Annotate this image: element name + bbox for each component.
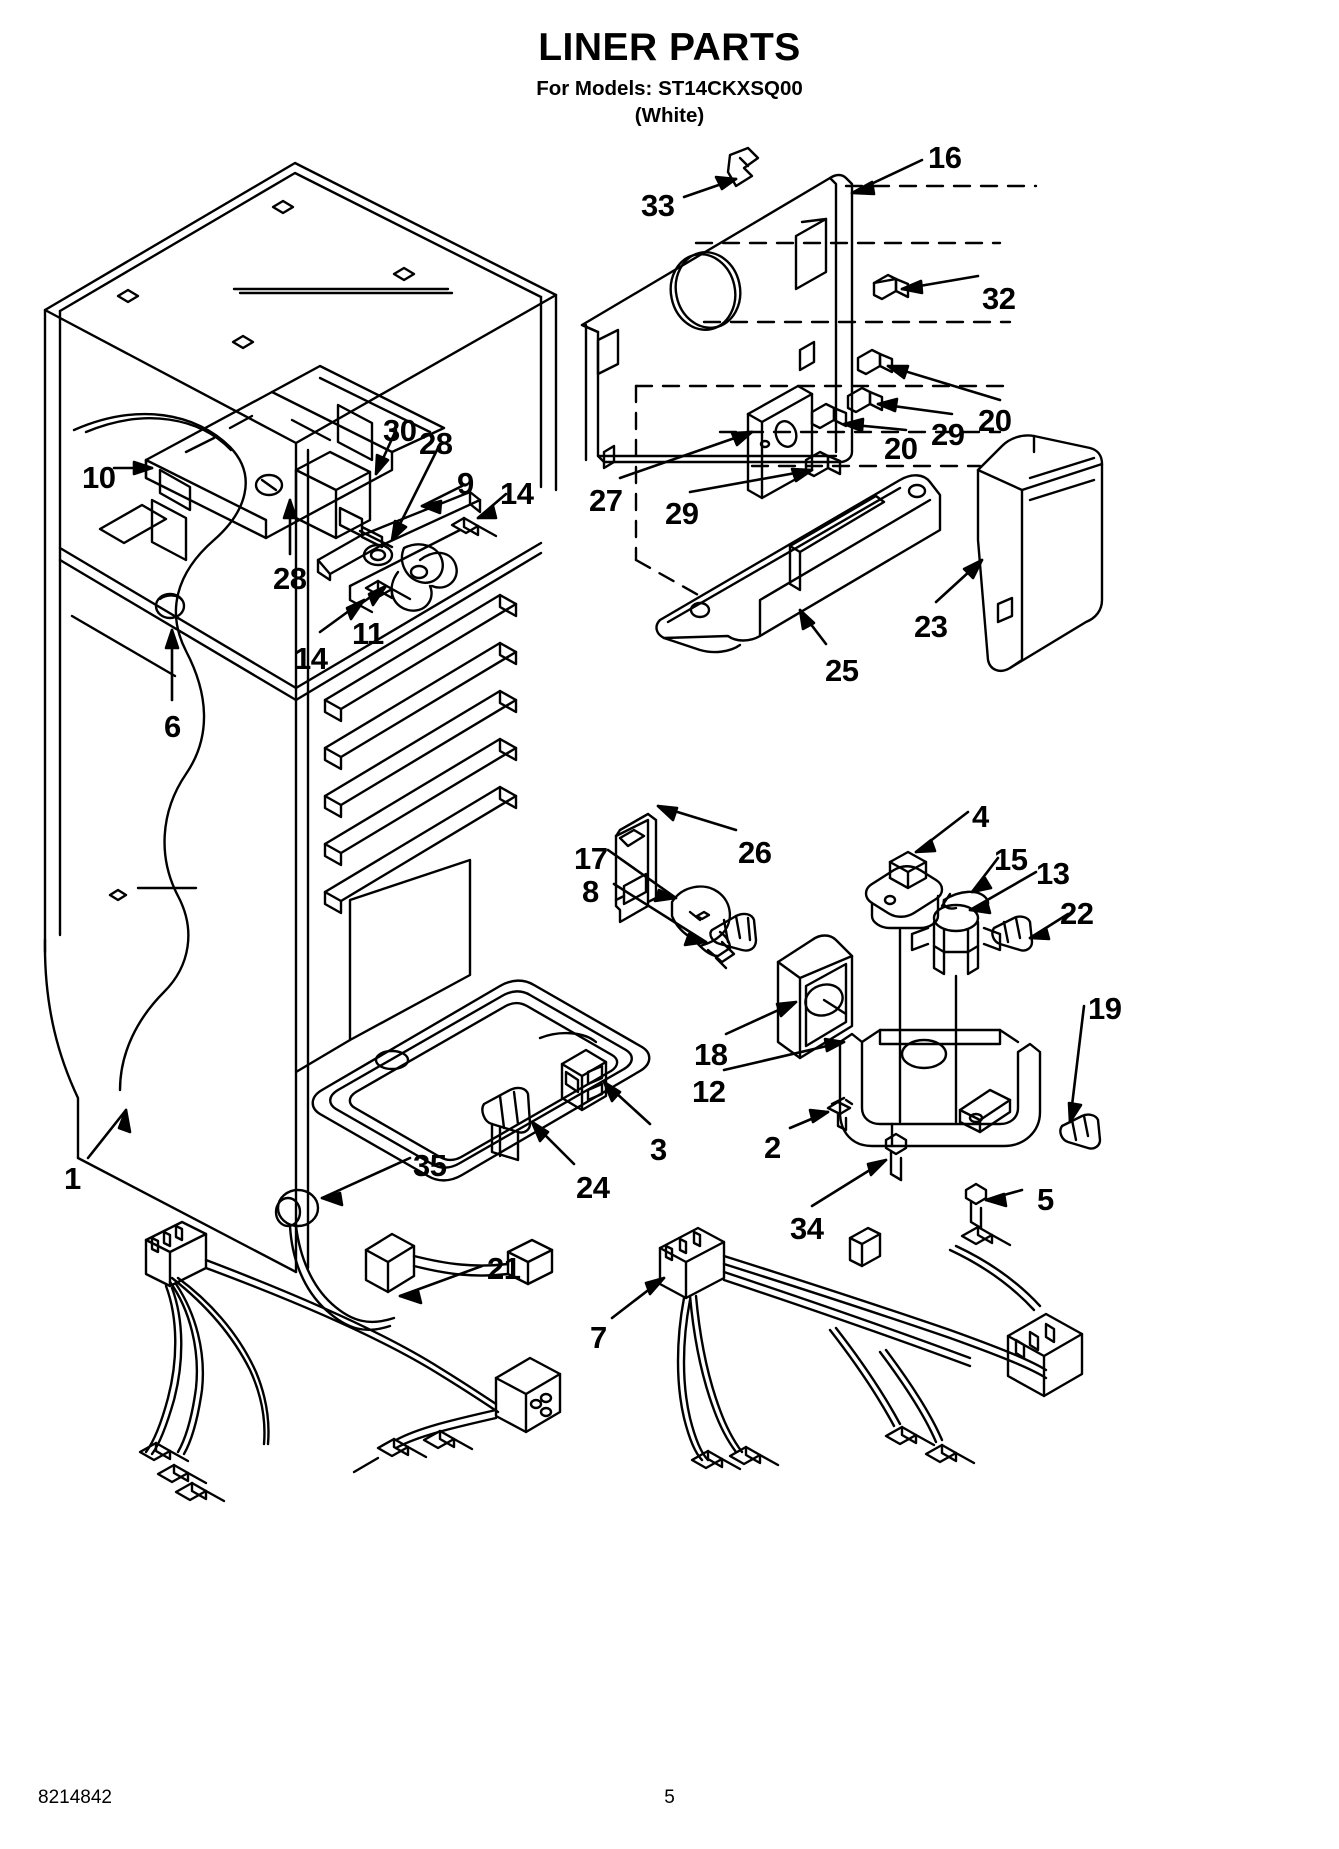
sensor-2 [826,1096,854,1132]
callout-number: 18 [694,1037,728,1072]
mounting-screws [884,1132,988,1230]
callout-number: 30 [383,413,417,448]
callout-number: 2 [764,1130,781,1165]
assembly-guide-lines [634,184,1038,598]
shelf-rails [323,593,518,915]
callout-number: 29 [665,496,699,531]
callout-number: 23 [914,609,948,644]
callout-number: 21 [487,1251,521,1286]
callout-number: 33 [641,188,675,223]
callout-number: 7 [590,1320,607,1355]
light-bulb-17 [670,885,736,970]
callout-number: 20 [884,431,918,466]
callout-number: 19 [1088,991,1122,1026]
callout-number: 5 [1037,1182,1054,1217]
connector-22 [991,915,1034,952]
callout-number: 27 [589,483,623,518]
thermostat-control-4 [864,850,944,1124]
end-cap-cover [976,434,1104,672]
callout-number: 35 [413,1148,447,1183]
clip-3 [560,1048,608,1112]
fan-motor-assembly [144,364,498,620]
interior-back-ramp [294,858,472,1074]
color-label: (White) [634,104,705,128]
callout-number: 24 [576,1170,610,1205]
model-number: ST14CKXSQ00 [658,76,803,100]
wire-harness-21 [138,1220,562,1503]
callout-number: 6 [164,709,181,744]
callout-number: 12 [692,1074,726,1109]
callout-number: 26 [738,835,772,870]
callout-number: 15 [994,842,1028,877]
access-cover-plate [746,384,814,500]
thermostat-assembly-13 [910,892,1002,1124]
wire-harness-7 [658,1225,1084,1471]
grommet-35 [274,1188,320,1228]
page-title: LINER PARTS [538,26,801,69]
callout-number: 22 [1060,896,1094,931]
page-header: LINER PARTS For Models: ST14CKXSQ00 (Whi… [0,26,1339,128]
cabinet-liner-shell [43,161,558,1274]
callout-number: 14 [500,476,534,511]
callout-number: 8 [582,874,599,909]
leader-lines [86,158,1086,1320]
callout-number: 10 [82,460,116,495]
footer-part-number: 8214842 [38,1787,112,1808]
connector-19 [1059,1113,1102,1150]
callout-number: 9 [457,466,474,501]
liner-floor-pan [311,979,651,1182]
callout-number: 29 [931,417,965,452]
callout-number: 16 [928,140,962,175]
liner-gasket-curve [72,412,247,1092]
model-line: For Models: ST14CKXSQ00 [0,76,1339,101]
terminal-block-26 [614,812,658,924]
panel-screws [804,273,910,478]
callout-number: 3 [650,1132,667,1167]
air-duct-cover [655,474,942,654]
models-label: For Models: [536,76,653,100]
top-face-details [98,199,454,902]
callout-number: 14 [294,641,328,676]
callout-number: 17 [574,841,608,876]
callout-number: 11 [352,616,384,651]
callout-number: 20 [978,403,1012,438]
socket-clip-8 [709,912,758,952]
callout-number: 34 [790,1211,824,1246]
clip-24 [481,1086,532,1162]
light-housing-18 [776,934,854,1060]
page-footer: 8214842 5 [0,1787,1339,1813]
callout-number: 25 [825,653,859,688]
callout-number: 32 [982,281,1016,316]
callout-number: 28 [273,561,307,596]
callout-number: 1 [64,1161,81,1196]
callout-number: 13 [1036,856,1070,891]
footer-page-number: 5 [664,1787,675,1808]
callout-number: 4 [972,799,989,834]
control-housing-tray [838,1028,1042,1148]
callout-number: 28 [419,426,453,461]
